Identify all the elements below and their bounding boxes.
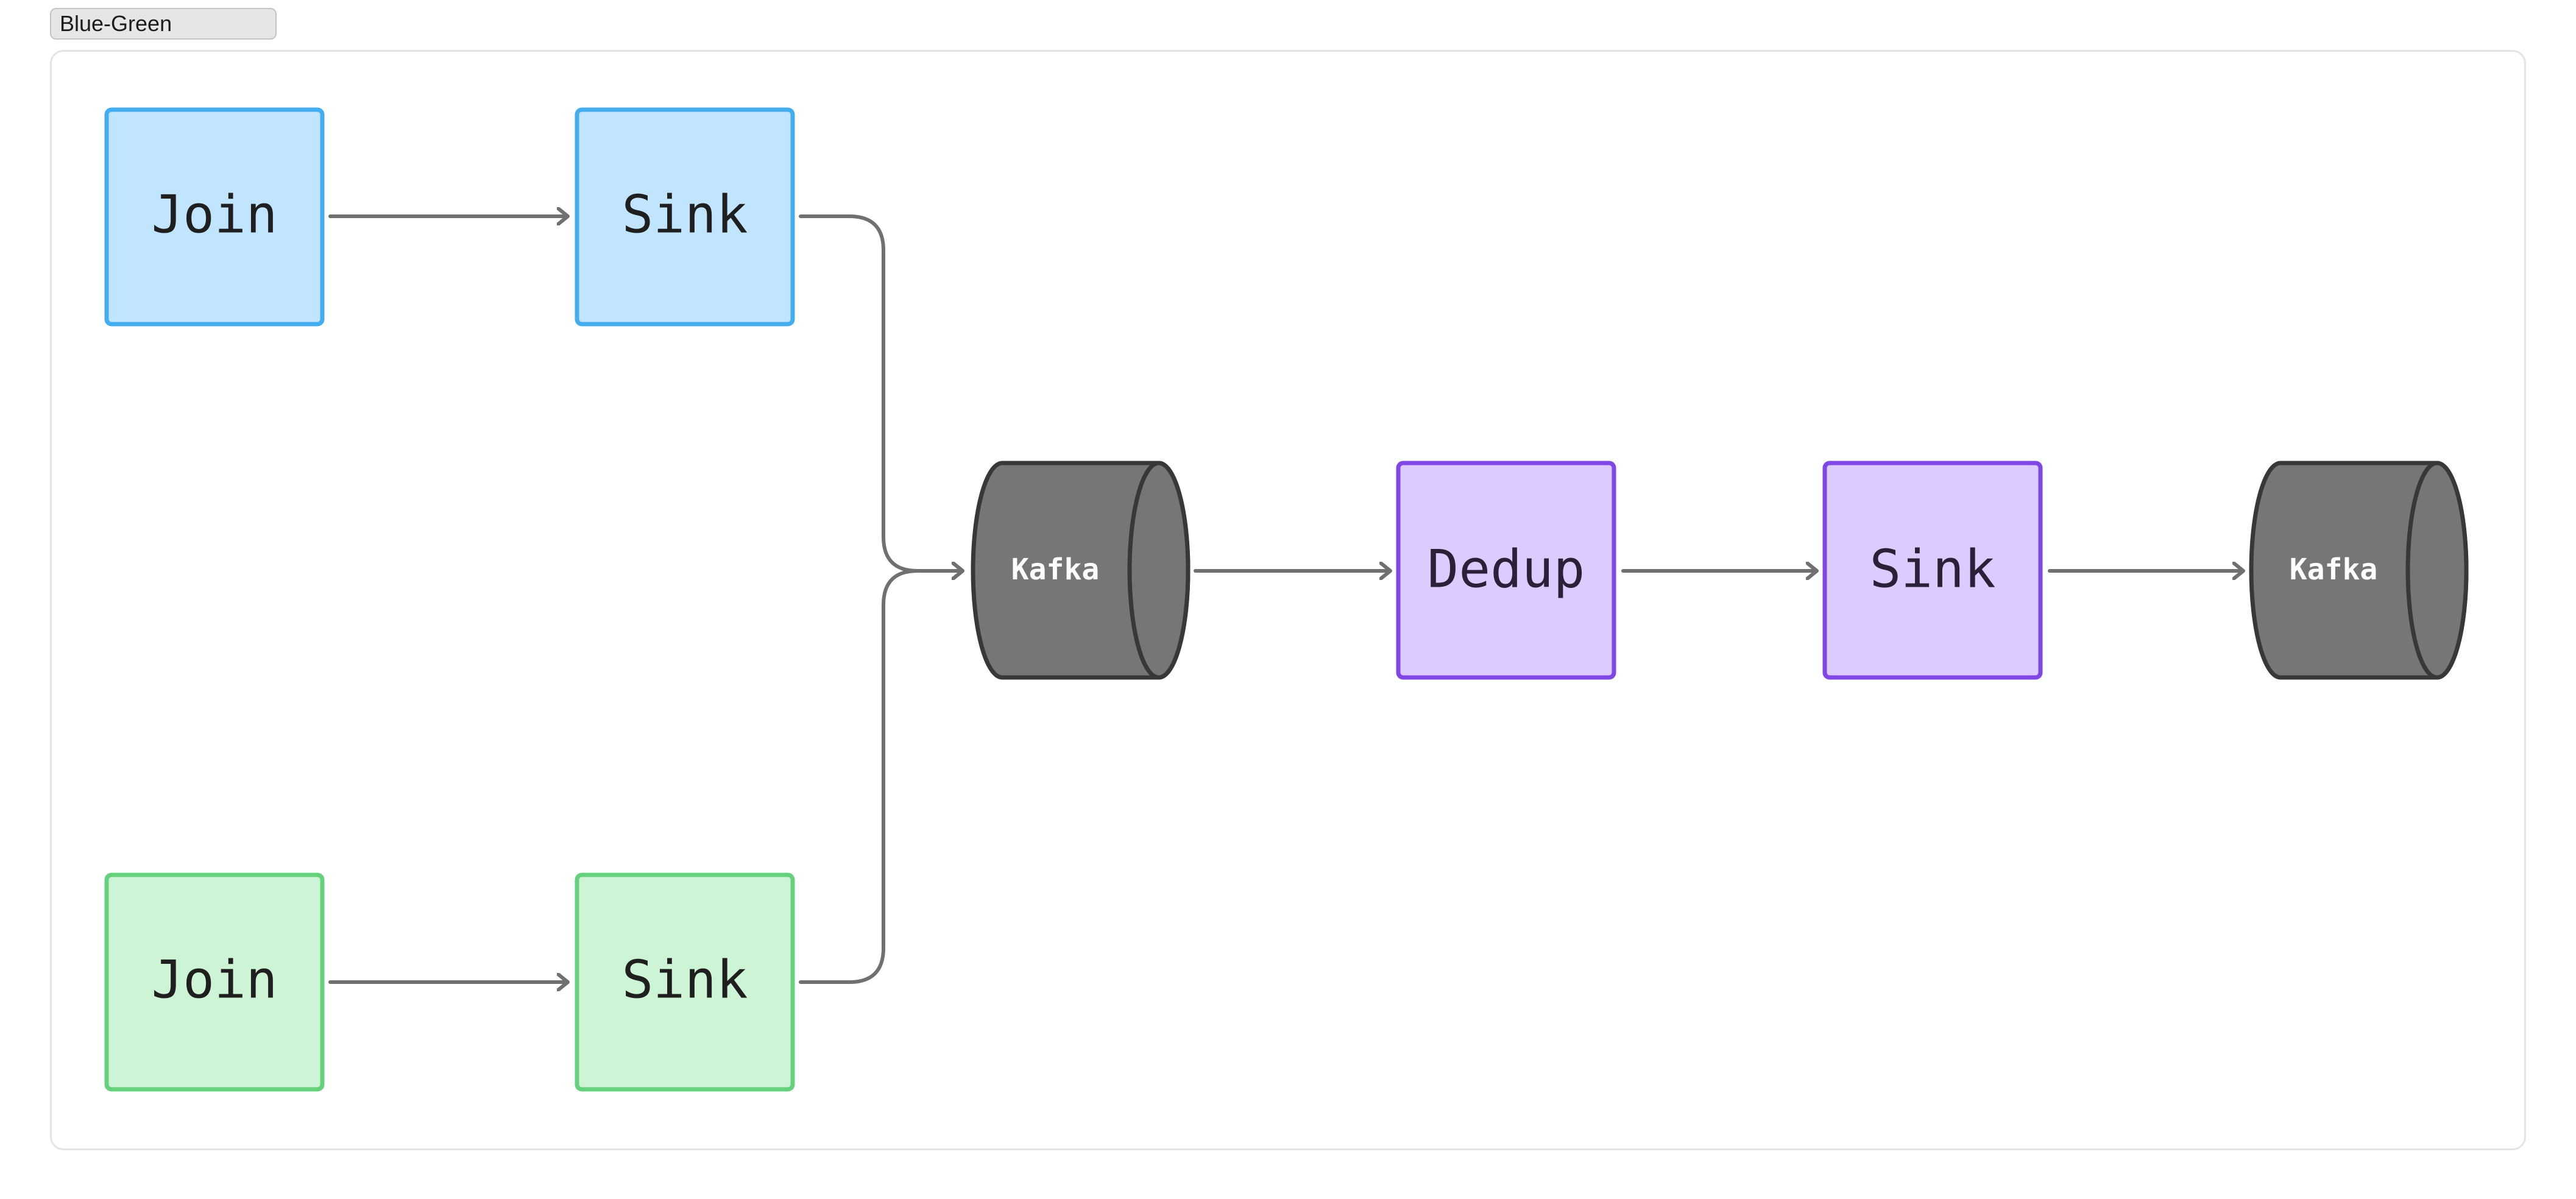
- blue-sink-label: Sink: [621, 184, 748, 245]
- kafka-in-cylinder: Kafka: [971, 461, 1191, 680]
- purple-sink-label: Sink: [1869, 539, 1995, 600]
- purple-sink-node: Sink: [1822, 461, 2043, 680]
- edge-blue-sink-to-kafka: [799, 214, 964, 571]
- blue-join-node: Join: [104, 107, 325, 327]
- kafka-in-label: Kafka: [1011, 553, 1100, 587]
- kafka-out-label: Kafka: [2290, 553, 2378, 587]
- diagram-canvas: [50, 50, 2526, 1150]
- blue-join-label: Join: [151, 184, 277, 245]
- green-join-node: Join: [104, 872, 325, 1092]
- green-sink-label: Sink: [621, 949, 748, 1010]
- dedup-label: Dedup: [1428, 539, 1585, 600]
- green-join-label: Join: [151, 949, 277, 1010]
- dedup-node: Dedup: [1396, 461, 1616, 680]
- edge-green-sink-to-kafka: [799, 571, 964, 984]
- kafka-out-cylinder: Kafka: [2249, 461, 2469, 680]
- green-sink-node: Sink: [575, 872, 795, 1092]
- blue-green-tab[interactable]: Blue-Green: [50, 8, 277, 40]
- blue-sink-node: Sink: [575, 107, 795, 327]
